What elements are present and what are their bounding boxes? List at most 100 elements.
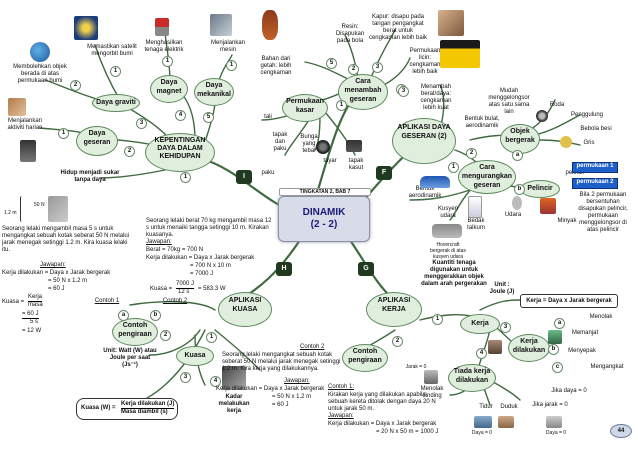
num-a-kuasa: a (118, 310, 129, 321)
num-1-kerja: 1 (432, 314, 443, 325)
note-daya-kecil-1: Daya = 0 (471, 430, 493, 436)
num-b-right: b (514, 184, 525, 195)
num-1-right: 1 (448, 162, 459, 173)
num-2-kuasa: 2 (160, 330, 171, 341)
num-5-left: 5 (203, 112, 214, 123)
num-1-kuasa: 1 (206, 332, 217, 343)
note-objek-bumi: Membolehkan objek berada di atas permuka… (13, 64, 67, 84)
ex2-right-l1: Kerja dilakukan = Daya x Jarak bergerak (216, 386, 325, 392)
ex2-left-k: Kuasa = (150, 286, 173, 292)
ex1-right-text: Kirakan kerja yang dilakukan apabila seb… (328, 392, 436, 412)
num-a-kerja: a (554, 318, 565, 329)
note-roda: Roda (549, 102, 565, 108)
note-satelit: Memastikan satelit mengorbit bumi (87, 44, 137, 57)
note-berjalan: Menolak (589, 314, 613, 320)
node-kerja: Kerja (460, 314, 500, 334)
magnet-image (155, 18, 169, 36)
hovercraft-image (432, 224, 462, 238)
num-b-kerja: b (548, 344, 559, 355)
ex1-left-k1n: Kerja (28, 294, 43, 302)
ex1-left-l2: = 50 N x 1.2 m (48, 278, 88, 284)
wall-image (424, 370, 438, 384)
ex2-right-l3: = 60 J (272, 402, 289, 408)
node-kepentingan: KEPENTINGAN DAYA DALAM KEHIDUPAN (145, 133, 215, 172)
formula-kuasa-box: Kuasa (W) = Kerja dilakukan (J) Masa dia… (76, 398, 178, 420)
num-2-left: 2 (124, 146, 135, 157)
letter-f: F (376, 166, 392, 180)
note-gris: Gris (583, 140, 595, 146)
note-minyak: Minyak (557, 218, 577, 224)
label-force: 50 N (34, 202, 45, 208)
ex2-right-text: Seorang lelaki mengangkat sebuah kotak s… (222, 352, 341, 372)
num-2-right: 2 (466, 148, 477, 159)
num-c-kerja: c (552, 362, 563, 373)
note-menambah-berat: Menambah berat/daya: cengkaman lebih kua… (420, 84, 452, 111)
note-bedak: Bedak talkum (467, 218, 485, 231)
ex1-left-text: Seorang lelaki mengambil masa 5 s untuk … (2, 226, 130, 253)
ex2-left-sol: Jawapan: (146, 239, 172, 245)
note-getah: Bahan dari getah: lebih cengkaman (260, 56, 292, 76)
formula-kuasa-label: Kuasa (W) = (81, 405, 116, 411)
ex1-left-l3: = 60 J (48, 286, 65, 292)
note-jika-daya: Jika daya = 0 (551, 388, 587, 394)
formula-kuasa-den: Masa diambil (s) (121, 409, 168, 415)
violin-image (262, 10, 278, 40)
ex2-left-l1: Berat = 70kg = 700 N (146, 247, 204, 253)
ex2-left-kn: 7000 J (176, 281, 195, 289)
talcum-image (468, 196, 482, 218)
note-jika-jarak: Jika jarak = 0 (532, 402, 568, 408)
num-3-kuasa: 3 (180, 372, 191, 383)
note-kusyen-udara: Kusyen udara (437, 206, 458, 219)
power-tool-image (222, 366, 246, 390)
wheel-image (536, 110, 548, 122)
ex1-right-sol: Jawapan: (328, 413, 354, 419)
formula-kuasa-num: Kerja dilakukan (J) (121, 401, 175, 409)
node-kerja-dilakukan: Kerja dilakukan (508, 334, 550, 362)
note-udara: Udara (504, 212, 522, 218)
node-contoh-pengiraan-left: Contoh pengiraan (112, 318, 158, 346)
note-duduk: Duduk (500, 404, 518, 410)
note-memanjat: Memanjat (571, 330, 599, 336)
oil-can-image (540, 198, 556, 214)
num-1-mesin: 1 (226, 60, 237, 71)
center-node: TINGKATAN 2, BAB 7 DINAMIK (2 - 2) (278, 188, 371, 242)
node-permukaan-kasar: Permukaan kasar (282, 94, 328, 122)
note-bila-2-permukaan: Bila 2 permukaan bersentuhan disapukan p… (578, 192, 628, 233)
walking-image (20, 140, 36, 162)
node-daya-magnet: Daya magnet (150, 75, 188, 103)
ex2-left-text: Seorang lelaki berat 70 kg mengambil mas… (146, 218, 272, 238)
note-pelincir-small: pelincir (565, 170, 585, 176)
node-tiada-kerja: Tiada kerja dilakukan (448, 364, 496, 392)
lift-box-image (20, 196, 33, 222)
num-3-left: 3 (136, 118, 147, 129)
num-a-right: a (512, 150, 523, 161)
page-number: 44 (610, 424, 632, 438)
caution-sign-image (440, 40, 480, 68)
note-paku: paku (261, 170, 275, 176)
activity-image (8, 98, 26, 116)
num-1-magnet: 1 (162, 56, 173, 67)
num-1-aktiviti: 1 (58, 128, 69, 139)
ex2-left-l4: = 7000 J (190, 271, 214, 277)
note-mesin: Menjalankan mesin (210, 40, 246, 53)
note-tapak-kasut: tapak kasut (348, 158, 364, 171)
ex2-left-kr: = 583.3 W (198, 286, 226, 292)
ex2-right-title: Contoh 2 (300, 344, 325, 350)
note-penggulung: Penggulung (570, 112, 604, 118)
satellite-image (74, 16, 98, 40)
ex1-right-l1: Kerja dilakukan = Daya x Jarak bergerak (328, 421, 437, 427)
num-3-right: 3 (398, 86, 409, 97)
letter-g: G (358, 262, 374, 276)
earth-image (30, 42, 50, 62)
note-hovercraft: Hovercraft bergerak di atas kusyen udara (430, 242, 466, 260)
note-bebola-besi: Bebola besi (580, 126, 612, 132)
num-1-top: 1 (336, 100, 347, 111)
letter-i: I (236, 170, 252, 184)
note-menolak-dinding: Menolak dinding (420, 386, 444, 399)
lifter-image (48, 196, 68, 222)
note-bunga: Bunga yang tebal (300, 134, 318, 154)
sit-image (498, 416, 514, 428)
label-permukaan-2: permukaan 2 (572, 178, 618, 189)
ex1-left-k4: = 12 W (22, 328, 42, 334)
